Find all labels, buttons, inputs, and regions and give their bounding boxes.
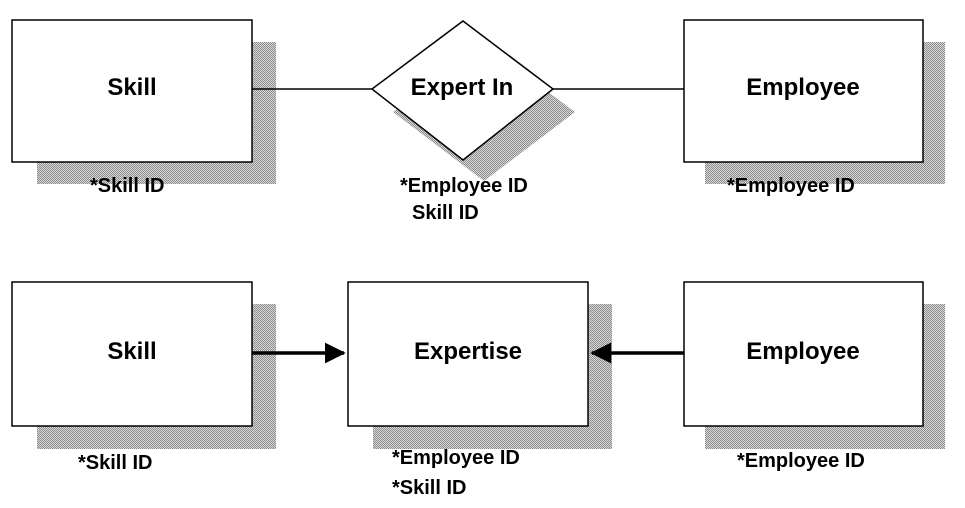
bottom-expertise-attr-1: *Skill ID [392,477,466,499]
top-relationship-title: Expert In [411,74,514,101]
bottom-employee-attr-0: *Employee ID [737,450,865,472]
top-relationship-diamond [370,20,555,161]
top-skill-attr-0: *Skill ID [90,175,164,197]
top-employee-attr-0: *Employee ID [727,175,855,197]
top-skill-title: Skill [107,74,156,101]
bottom-employee-entity: Employee [683,281,945,449]
top-employee-box [683,19,924,163]
bottom-expertise-attr-0: *Employee ID [392,447,520,469]
bottom-employee-box [683,281,924,427]
bottom-expertise-box [347,281,589,427]
bottom-employee-title: Employee [746,338,859,365]
top-skill-box [11,19,253,163]
bottom-skill-box [11,281,253,427]
top-employee-title: Employee [746,74,859,101]
top-relationship-expert-in: Expert In [370,20,575,181]
top-relationship-attr-1: Skill ID [412,202,479,224]
top-skill-entity: Skill [11,19,276,184]
bottom-skill-attr-0: *Skill ID [78,452,152,474]
bottom-expertise-entity: Expertise [347,281,612,449]
bottom-expertise-title: Expertise [414,338,522,365]
bottom-skill-entity: Skill [11,281,276,449]
top-employee-entity: Employee [683,19,945,184]
top-relationship-attr-0: *Employee ID [400,175,528,197]
bottom-skill-title: Skill [107,338,156,365]
